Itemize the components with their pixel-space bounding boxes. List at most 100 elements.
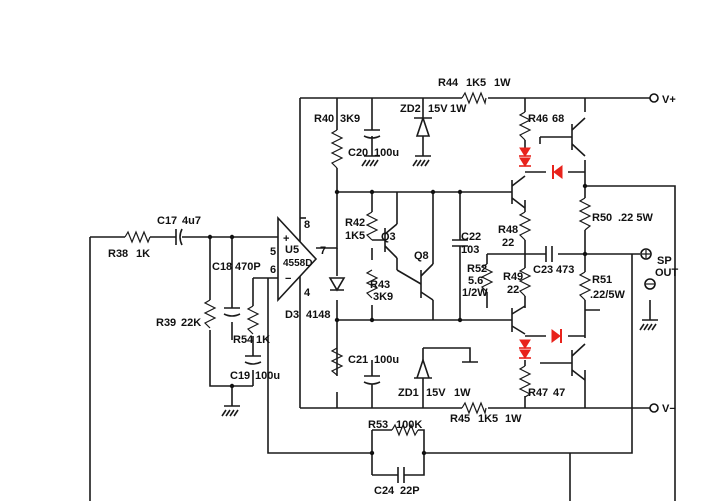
zd1-wattage: 1W (454, 387, 471, 399)
c19-value: 100u (255, 370, 280, 382)
c19-label: C19 (230, 370, 250, 382)
r43-resistor (365, 269, 379, 299)
ground-c21 (462, 360, 478, 363)
r45-value: 1K5 (478, 413, 498, 425)
zd2-zener (414, 115, 432, 146)
r53-value: 100K (396, 419, 422, 431)
resistors (124, 91, 592, 437)
r52-resistor (480, 263, 494, 293)
r50-resistor (578, 197, 592, 231)
red-diode-stack-lower (519, 339, 531, 359)
c21-label: C21 (348, 354, 368, 366)
r51-label: R51 (592, 274, 612, 286)
red-diode-upper-horizontal (552, 165, 563, 179)
out-label: OUT (655, 267, 679, 279)
r40-label: R40 (314, 113, 334, 125)
pin-7: 7 (320, 245, 326, 257)
r40-resistor (330, 129, 344, 169)
r39-resistor (203, 299, 217, 329)
component-labels: R44 1K5 1W V+ R40 3K9 ZD2 15V 1W R46 68 … (108, 77, 679, 497)
u5-label: U5 (285, 244, 299, 256)
zd2-wattage: 1W (450, 103, 467, 115)
r53-resistor (391, 423, 419, 437)
r38-value: 1K (136, 248, 150, 260)
r45-wattage: 1W (505, 413, 522, 425)
r44-wattage: 1W (494, 77, 511, 89)
r40-value: 3K9 (340, 113, 360, 125)
c20-label: C20 (348, 147, 368, 159)
opamp-u5: U5 4558D 8 7 5 6 4 + − (270, 215, 326, 303)
r52-label: R52 (467, 263, 487, 275)
r47-resistor (518, 365, 532, 398)
pin-5: 5 (270, 246, 276, 258)
upper-driver-transistor (511, 175, 526, 209)
zd2-value: 15V (428, 103, 448, 115)
upper-output-transistor (539, 117, 586, 157)
r51-resistor (578, 271, 592, 301)
d3-label: D3 (285, 309, 299, 321)
vminus-terminal (649, 403, 659, 413)
r39-value: 22K (181, 317, 201, 329)
r46-label: R46 (528, 113, 548, 125)
d3-value: 4148 (306, 309, 330, 321)
r47-value: 47 (553, 387, 565, 399)
transistors (384, 117, 586, 381)
c22-value: 103 (461, 244, 479, 256)
q3-transistor (384, 192, 398, 270)
q3-label: Q3 (381, 231, 396, 243)
r44-label: R44 (438, 77, 459, 89)
r48-resistor (518, 211, 532, 241)
vplus-label: V+ (662, 94, 676, 106)
r38-resistor (124, 230, 151, 244)
r53-label: R53 (368, 419, 388, 431)
r48-value: 22 (502, 237, 514, 249)
q8-transistor (396, 240, 434, 301)
r38-label: R38 (108, 248, 128, 260)
zd1-zener (414, 357, 432, 390)
sp-label: SP (657, 255, 672, 267)
ground-c20 (361, 148, 380, 167)
red-diode-stack-upper (519, 147, 531, 167)
red-diode-lower-horizontal (551, 329, 562, 343)
r54-resistor (246, 305, 260, 335)
c21-capacitor (363, 360, 381, 388)
vplus-terminal (649, 93, 659, 103)
minus-input-sign: − (285, 273, 291, 285)
pin-6: 6 (270, 264, 276, 276)
diodes (328, 115, 563, 390)
r49-label: R49 (503, 271, 523, 283)
r54-value: 1K (256, 334, 270, 346)
r42-label: R42 (345, 217, 365, 229)
terminals (207, 93, 659, 456)
c24-label: C24 (374, 485, 395, 497)
c24-value: 22P (400, 485, 420, 497)
r45-resistor (461, 401, 487, 416)
c23-label: C23 (533, 264, 553, 276)
c19-capacitor (244, 355, 262, 365)
ground-input (221, 400, 240, 417)
r46-resistor (518, 111, 532, 141)
r54-label: R54 (233, 334, 254, 346)
zd2-label: ZD2 (400, 103, 421, 115)
c23-value: 473 (556, 264, 574, 276)
c18-value: 470P (235, 261, 261, 273)
c20-value: 100u (374, 147, 399, 159)
pin-8: 8 (304, 219, 310, 231)
r52-value: 5.6 (468, 275, 483, 287)
c21-value: 100u (374, 354, 399, 366)
pin-4: 4 (304, 287, 311, 299)
c22-label: C22 (461, 231, 481, 243)
ground-speaker (639, 300, 658, 331)
r49-resistor (518, 267, 532, 297)
u5-part: 4558D (283, 258, 312, 269)
c22-capacitor (452, 239, 468, 268)
lower-output-transistor (540, 343, 586, 381)
r46-value: 68 (552, 113, 564, 125)
zd1-value: 15V (426, 387, 446, 399)
capacitors (170, 129, 553, 483)
ground-zd2 (412, 146, 431, 167)
r50-value: .22 5W (618, 212, 653, 224)
d3-diode (328, 277, 346, 292)
plus-input-sign: + (283, 233, 289, 245)
